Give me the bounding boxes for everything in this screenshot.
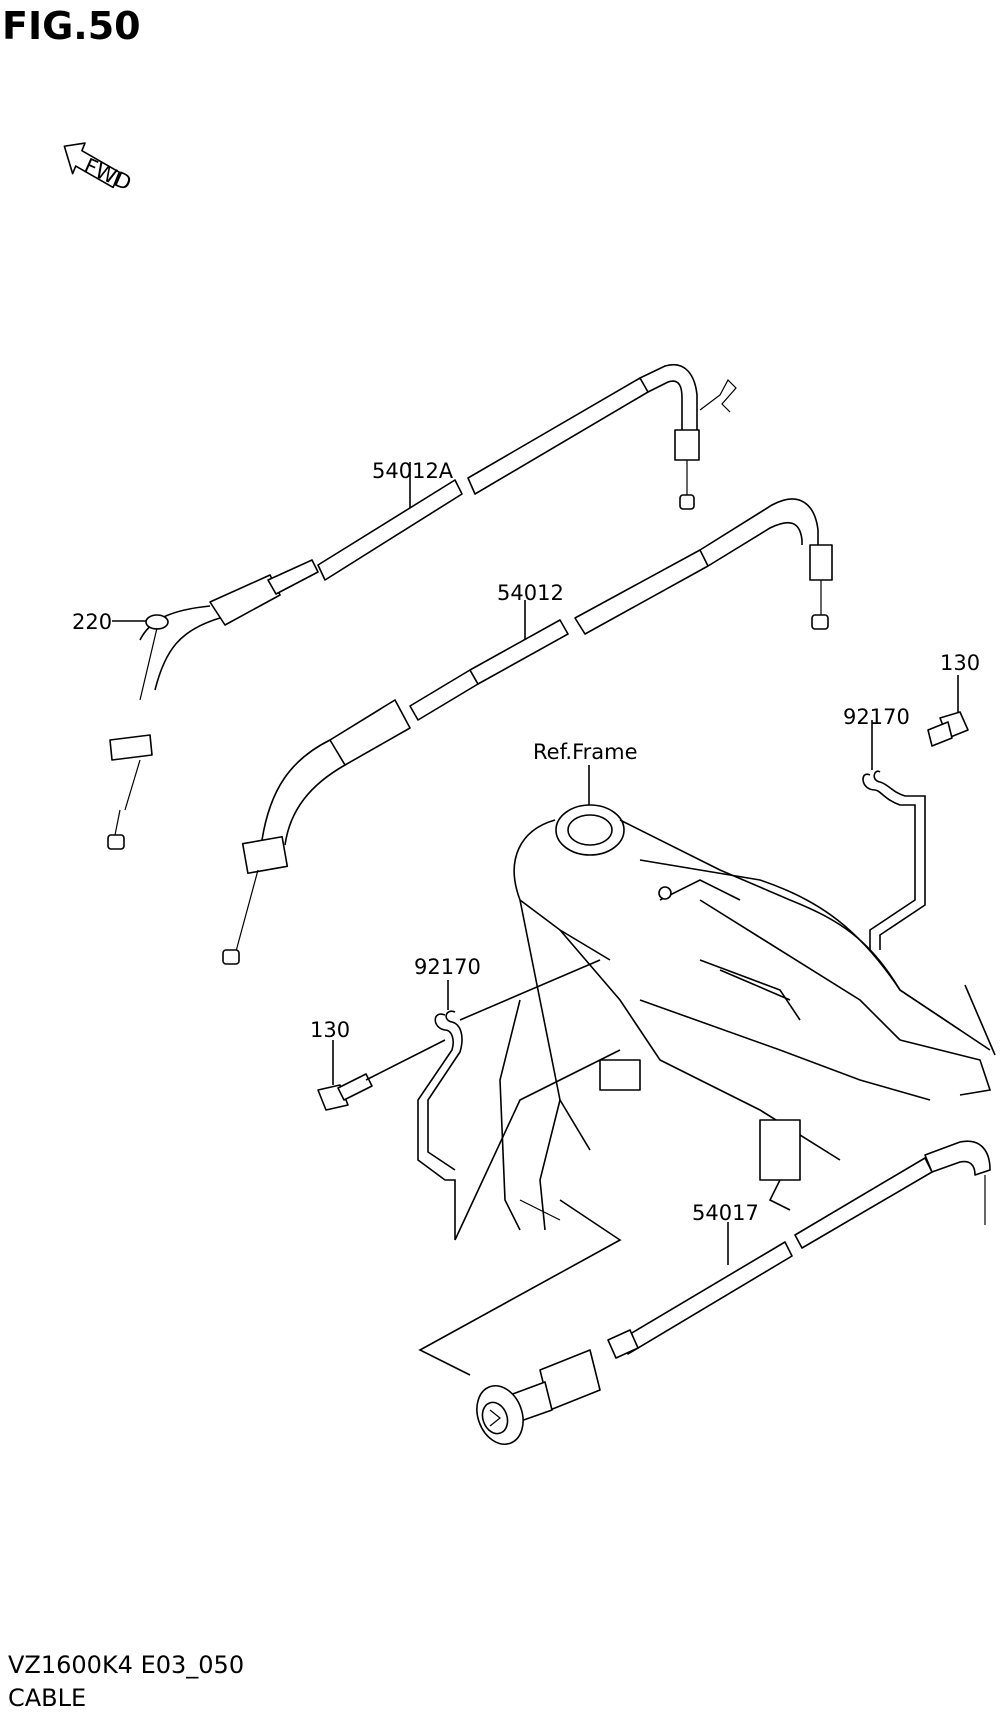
- frame-reference: [499, 765, 996, 1231]
- throttle-cable-a: [107, 363, 737, 850]
- callout-54012A: 54012A: [372, 459, 454, 483]
- model-code: VZ1600K4 E03_050: [8, 1651, 245, 1679]
- fwd-label: FWD: [80, 154, 135, 196]
- clamp-92170-right: [862, 720, 926, 950]
- screw-220: [112, 614, 169, 701]
- bolt-130-right: [927, 675, 969, 747]
- callout-130-right: 130: [940, 651, 980, 675]
- bolt-130-left: [317, 1039, 446, 1111]
- callout-92170-left: 92170: [414, 955, 481, 979]
- clamp-92170-left: [417, 959, 621, 1241]
- callout-92170-right: 92170: [843, 705, 910, 729]
- callout-54017: 54017: [692, 1201, 759, 1225]
- callout-54012: 54012: [497, 581, 564, 605]
- callout-130-left: 130: [310, 1018, 350, 1042]
- callout-220: 220: [72, 610, 112, 634]
- fwd-arrow-icon: FWD: [63, 142, 135, 196]
- figure-title: FIG.50: [2, 4, 141, 48]
- starter-cable: [418, 1140, 991, 1445]
- callout-ref-frame: Ref.Frame: [533, 740, 638, 764]
- section-name: CABLE: [8, 1684, 87, 1712]
- throttle-cable: [222, 498, 833, 965]
